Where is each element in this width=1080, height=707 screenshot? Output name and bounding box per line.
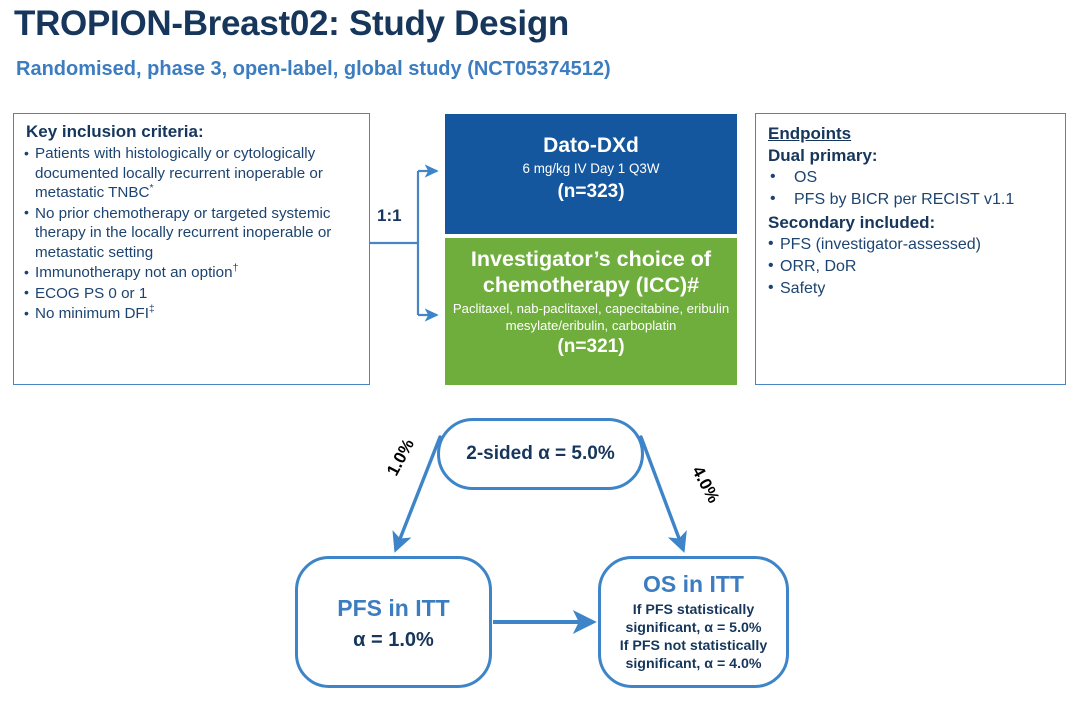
list-item: No prior chemotherapy or targeted system… xyxy=(24,203,359,263)
endpoints-panel: Endpoints Dual primary: OS PFS by BICR p… xyxy=(755,113,1066,385)
list-item: Safety xyxy=(768,277,1053,300)
list-item: ORR, DoR xyxy=(768,255,1053,278)
arm-sample-size: (n=323) xyxy=(557,181,625,202)
pfs-box-title: PFS in ITT xyxy=(337,594,450,621)
list-item: PFS by BICR per RECIST v1.1 xyxy=(768,188,1053,211)
alpha-right-branch-label: 4.0% xyxy=(688,463,724,507)
dual-primary-heading: Dual primary: xyxy=(768,146,878,165)
treatment-arm-icc: Investigator’s choice of chemotherapy (I… xyxy=(445,238,737,385)
alpha-total-label: 2-sided α = 5.0% xyxy=(466,443,615,464)
os-box-detail: If PFS statistically significant, α = 5.… xyxy=(620,601,767,673)
list-item: Patients with histologically or cytologi… xyxy=(24,144,359,203)
list-item: ECOG PS 0 or 1 xyxy=(24,283,359,304)
os-detail-line-3: If PFS not statistically xyxy=(619,638,768,654)
arm-sample-size: (n=321) xyxy=(557,336,625,357)
endpoints-heading: Endpoints xyxy=(768,124,852,143)
criteria-heading: Key inclusion criteria: xyxy=(26,122,204,141)
alpha-left-branch-label: 1.0% xyxy=(383,435,418,479)
list-item: OS xyxy=(768,166,1053,189)
alpha-total-box: 2-sided α = 5.0% xyxy=(437,418,644,490)
arm-dose: 6 mg/kg IV Day 1 Q3W xyxy=(522,161,660,176)
arm-name: Dato-DXd xyxy=(543,134,639,157)
pfs-in-itt-box: PFS in ITT α = 1.0% xyxy=(295,556,492,688)
arm-name: Investigator’s choice of chemotherapy (I… xyxy=(470,247,712,297)
os-detail-line-2: significant, α = 5.0% xyxy=(625,620,762,636)
secondary-endpoints-list: PFS (investigator-assessed) ORR, DoR Saf… xyxy=(768,233,1053,300)
treatment-arm-dato-dxd: Dato-DXd 6 mg/kg IV Day 1 Q3W (n=323) xyxy=(445,114,737,234)
os-in-itt-box: OS in ITT If PFS statistically significa… xyxy=(598,556,789,688)
list-item: No minimum DFI‡ xyxy=(24,304,359,324)
criteria-list: Patients with histologically or cytologi… xyxy=(24,144,359,324)
page-subtitle: Randomised, phase 3, open-label, global … xyxy=(16,58,611,80)
secondary-heading: Secondary included: xyxy=(768,213,936,232)
os-detail-line-1: If PFS statistically xyxy=(632,602,755,618)
primary-endpoints-list: OS PFS by BICR per RECIST v1.1 xyxy=(768,166,1053,211)
page-title: TROPION-Breast02: Study Design xyxy=(14,4,569,43)
randomisation-bracket-icon xyxy=(370,164,439,322)
pfs-box-alpha: α = 1.0% xyxy=(353,628,434,651)
arm-dose: Paclitaxel, nab-paclitaxel, capecitabine… xyxy=(452,301,730,333)
list-item: Immunotherapy not an option† xyxy=(24,263,359,283)
key-inclusion-criteria-panel: Key inclusion criteria: Patients with hi… xyxy=(13,113,370,385)
os-box-title: OS in ITT xyxy=(643,571,744,597)
list-item: PFS (investigator-assessed) xyxy=(768,233,1053,256)
randomisation-ratio-label: 1:1 xyxy=(377,206,402,225)
os-detail-line-4: significant, α = 4.0% xyxy=(625,656,762,672)
